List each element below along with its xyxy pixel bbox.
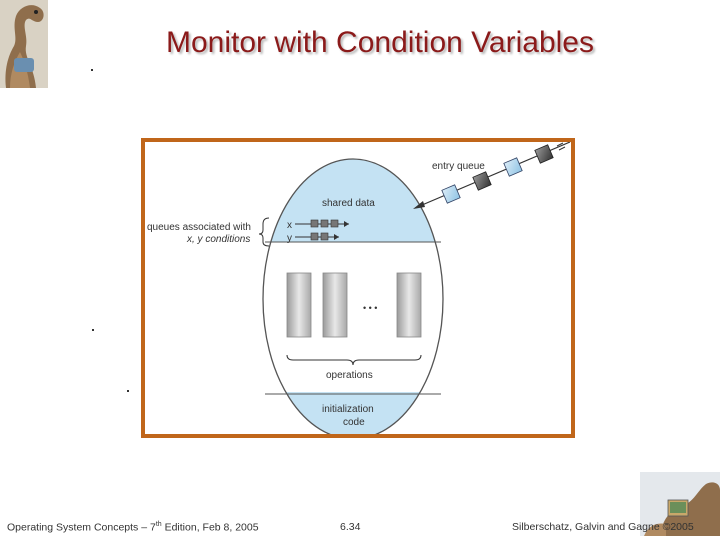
monitor-ellipse <box>263 159 443 434</box>
initialization-code-label: code <box>343 417 365 428</box>
bullet-dot <box>92 329 94 331</box>
footer-authors: Silberschatz, Galvin and Gagne ©2005 <box>512 521 694 533</box>
dinosaur-logo-top <box>0 0 48 88</box>
entry-queue-label: entry queue <box>432 161 485 172</box>
entry-queue-process <box>472 171 492 191</box>
condition-y-label: y <box>287 233 292 244</box>
queues-label-line2: x, y conditions <box>186 234 250 245</box>
dinosaur-logo-bottom <box>640 472 720 536</box>
operations-ellipsis: • • • <box>363 303 377 313</box>
shared-data-label: shared data <box>322 198 375 209</box>
operations-label: operations <box>326 370 373 381</box>
queues-label-line1: queues associated with <box>147 222 251 233</box>
operation-procedure-1 <box>286 272 312 338</box>
footer-book-sup: th <box>155 521 162 528</box>
footer-book-title: Operating System Concepts – 7th Edition,… <box>7 521 259 534</box>
entry-queue-process <box>534 144 554 164</box>
condition-x-label: x <box>287 220 292 231</box>
condition-x-queue <box>295 219 349 228</box>
operation-procedure-2 <box>322 272 348 338</box>
footer-book-suffix: Edition, Feb 8, 2005 <box>161 521 259 534</box>
monitor-diagram: entry queue shared data queues associate… <box>141 138 575 438</box>
slide-title: Monitor with Condition Variables <box>166 26 594 59</box>
page-number: 6.34 <box>340 521 361 533</box>
initialization-label: initialization <box>322 404 374 415</box>
footer-book-prefix: Operating System Concepts – 7 <box>7 521 156 534</box>
bullet-dot <box>91 69 93 71</box>
operation-procedure-n <box>396 272 422 338</box>
bullet-dot <box>127 390 129 392</box>
entry-queue-process <box>441 184 461 204</box>
entry-queue-process <box>503 157 523 177</box>
condition-y-queue <box>295 232 339 241</box>
